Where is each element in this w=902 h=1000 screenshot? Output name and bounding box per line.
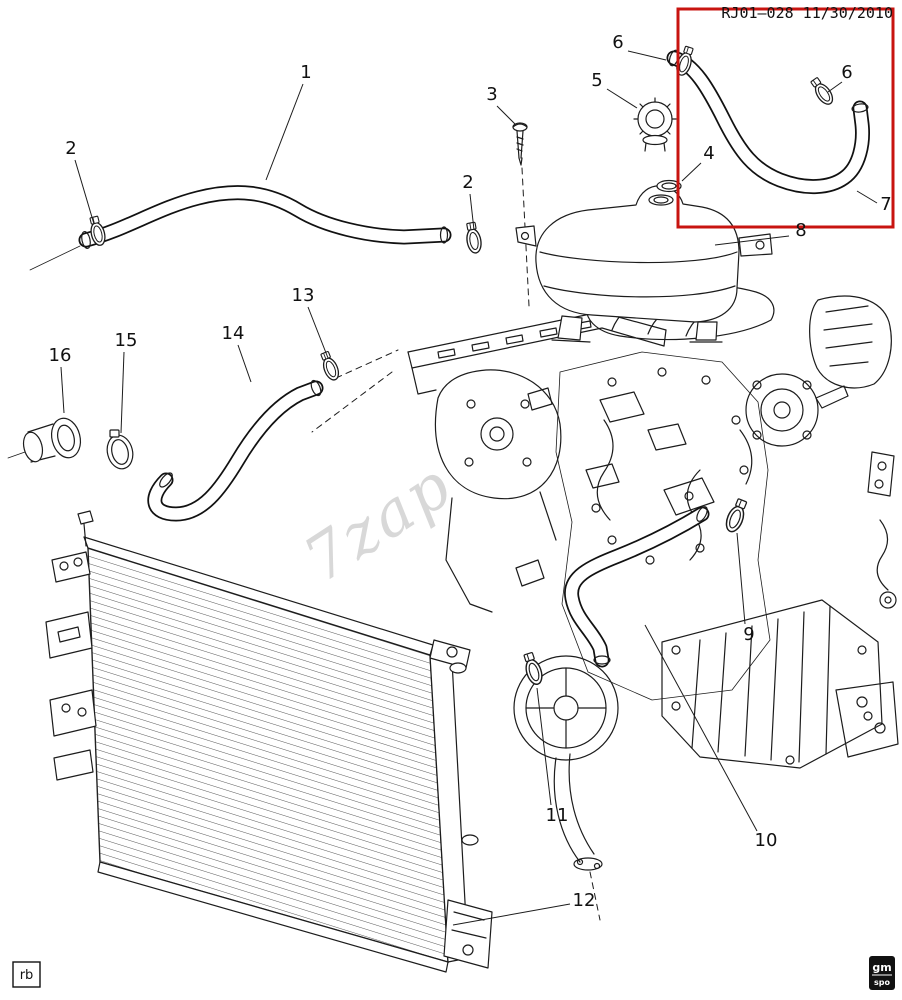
rb-mark: rb	[12, 961, 41, 988]
coolant-cap	[633, 97, 677, 152]
watermark: 7zap	[291, 448, 466, 597]
gm-spo-logo: gm spo	[869, 956, 895, 990]
callout-leader-16	[60, 366, 65, 414]
callout-11: 11	[546, 805, 569, 826]
callout-leader-15	[120, 351, 125, 434]
callout-leader-2	[74, 159, 95, 225]
callout-leader-10	[644, 624, 758, 832]
screw-3	[512, 122, 528, 166]
callout-leader-6	[627, 50, 667, 61]
lower-radiator-hose	[147, 380, 324, 522]
callout-2: 2	[462, 172, 473, 193]
callout-15: 15	[115, 330, 138, 351]
rb-mark-label: rb	[20, 968, 34, 983]
hose-clamp-15	[106, 429, 134, 470]
callout-leader-4	[681, 162, 702, 182]
callout-9: 9	[743, 624, 754, 645]
callout-8: 8	[795, 220, 806, 241]
callout-leader-8	[714, 235, 790, 246]
callout-leader-7	[856, 190, 878, 204]
callout-leader-2	[469, 193, 475, 231]
hose-clamp-6-right	[807, 75, 837, 108]
callout-leader-6	[827, 81, 843, 93]
callout-16: 16	[49, 345, 72, 366]
hose-clamp-11	[520, 650, 546, 687]
radiator	[45, 510, 493, 973]
callout-2: 2	[65, 138, 76, 159]
callout-leader-12	[452, 903, 571, 926]
radiator-core	[87, 547, 449, 963]
gm-logo-text: gm	[872, 961, 891, 974]
lower-radiator-hose-group	[7, 349, 342, 522]
middle-hose-group	[520, 496, 751, 687]
callout-6: 6	[841, 62, 852, 83]
hose-clamp-9	[722, 496, 751, 535]
spo-logo-text: spo	[874, 978, 890, 987]
callout-6: 6	[612, 32, 623, 53]
callout-leader-9	[736, 532, 746, 625]
callout-10: 10	[755, 830, 778, 851]
callout-leader-1	[265, 83, 304, 181]
callout-leader-14	[237, 344, 252, 383]
callout-14: 14	[222, 323, 245, 344]
inlet-fitting-16	[7, 417, 82, 463]
callout-5: 5	[591, 70, 602, 91]
callout-leader-11	[536, 687, 552, 806]
callout-1: 1	[300, 62, 311, 83]
hose-clamp-13	[317, 349, 342, 383]
cap-seal	[656, 179, 682, 193]
callout-3: 3	[486, 84, 497, 105]
reservoir-tank	[515, 185, 773, 343]
callout-13: 13	[292, 285, 315, 306]
drawing-id: RJ01–028 11/30/2010	[721, 4, 893, 22]
highlight-box	[676, 7, 895, 229]
callout-leader-3	[496, 105, 516, 125]
callout-4: 4	[703, 143, 714, 164]
upper-radiator-hose-group	[29, 185, 484, 271]
callout-12: 12	[573, 890, 596, 911]
callout-leader-5	[606, 88, 638, 109]
callout-7: 7	[880, 194, 891, 215]
callout-leader-13	[307, 306, 329, 359]
